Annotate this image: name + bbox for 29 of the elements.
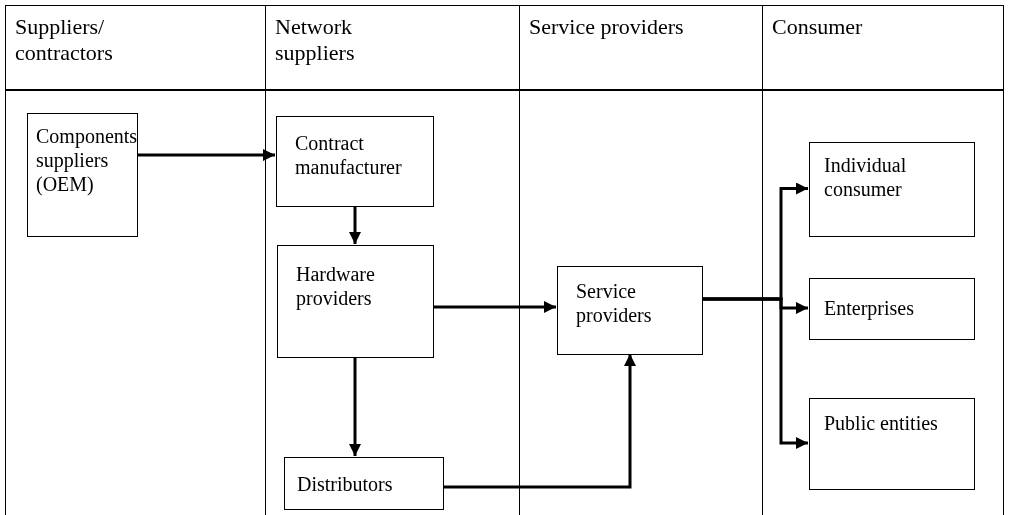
box-label: Hardware providers [296, 262, 376, 310]
arrow [443, 354, 636, 489]
arrow [349, 357, 361, 456]
box-label: Individual consumer [824, 153, 908, 201]
column-band [519, 5, 762, 515]
box-label: Service providers [576, 279, 653, 327]
box-label: Public entities [824, 411, 939, 435]
process-box [809, 142, 975, 237]
column-band [265, 5, 519, 515]
column-header: Service providers [529, 14, 685, 40]
box-label: Enterprises [824, 296, 915, 320]
process-box [557, 266, 703, 355]
column-band [5, 5, 265, 515]
process-box [284, 457, 444, 510]
column-header: Suppliers/ contractors [15, 14, 114, 66]
box-label: Contract manufacturer [295, 131, 403, 179]
process-box [276, 116, 434, 207]
box-label: Distributors [297, 472, 394, 496]
process-box [809, 278, 975, 340]
arrow [702, 297, 808, 449]
process-box [27, 113, 138, 237]
arrow [349, 206, 361, 244]
column-header: Consumer [772, 14, 864, 40]
process-box [809, 398, 975, 490]
column-band [762, 5, 1004, 515]
column-header: Network suppliers [275, 14, 356, 66]
process-box [277, 245, 434, 358]
arrow [433, 301, 556, 313]
arrow [137, 149, 275, 161]
